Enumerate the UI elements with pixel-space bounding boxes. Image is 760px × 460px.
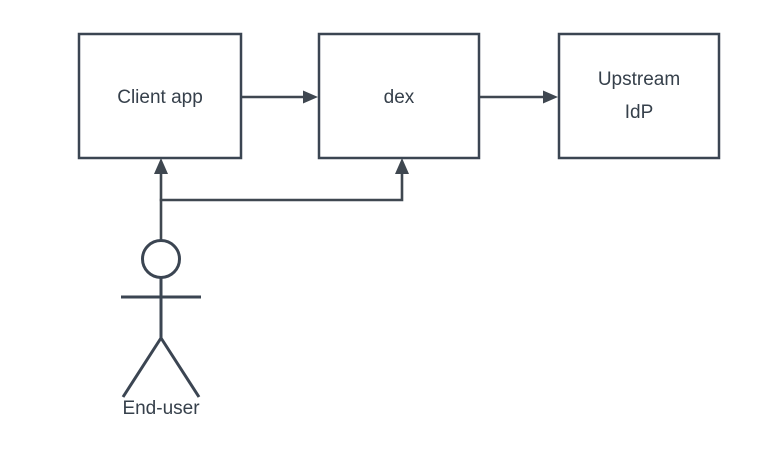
edge-client-app-to-dex <box>239 90 318 104</box>
edge-end-user-to-dex-line <box>159 171 404 202</box>
edge-end-user-to-dex-arrowhead <box>395 158 409 174</box>
node-dex-label: dex <box>384 87 415 108</box>
node-dex-shape[interactable] <box>317 32 481 160</box>
node-dex[interactable]: dex <box>317 32 481 160</box>
edge-dex-to-upstream-idp-arrowhead <box>543 90 558 104</box>
edge-dex-to-upstream-idp <box>477 90 558 104</box>
edge-end-user-to-dex <box>159 158 409 202</box>
actor-end-user-label: End-user <box>122 398 200 419</box>
actor-end-user-leg-right <box>159 337 201 398</box>
actor-end-user-leg-left <box>121 337 163 398</box>
actor-end-user[interactable]: End-user <box>121 239 201 420</box>
node-upstream-idp-label-line2: IdP <box>625 102 654 123</box>
node-client-app-shape[interactable] <box>77 32 243 160</box>
actor-end-user-head-icon <box>141 239 181 279</box>
edge-client-app-to-dex-arrowhead <box>303 90 318 104</box>
node-upstream-idp[interactable]: Upstream IdP <box>557 32 721 160</box>
node-client-app-label: Client app <box>117 87 203 108</box>
node-upstream-idp-label-line1: Upstream <box>598 69 680 90</box>
edge-end-user-to-client-app-arrowhead <box>154 158 168 174</box>
node-client-app[interactable]: Client app <box>77 32 243 160</box>
node-upstream-idp-shape[interactable] <box>557 32 721 160</box>
edge-end-user-to-client-app <box>154 158 168 244</box>
